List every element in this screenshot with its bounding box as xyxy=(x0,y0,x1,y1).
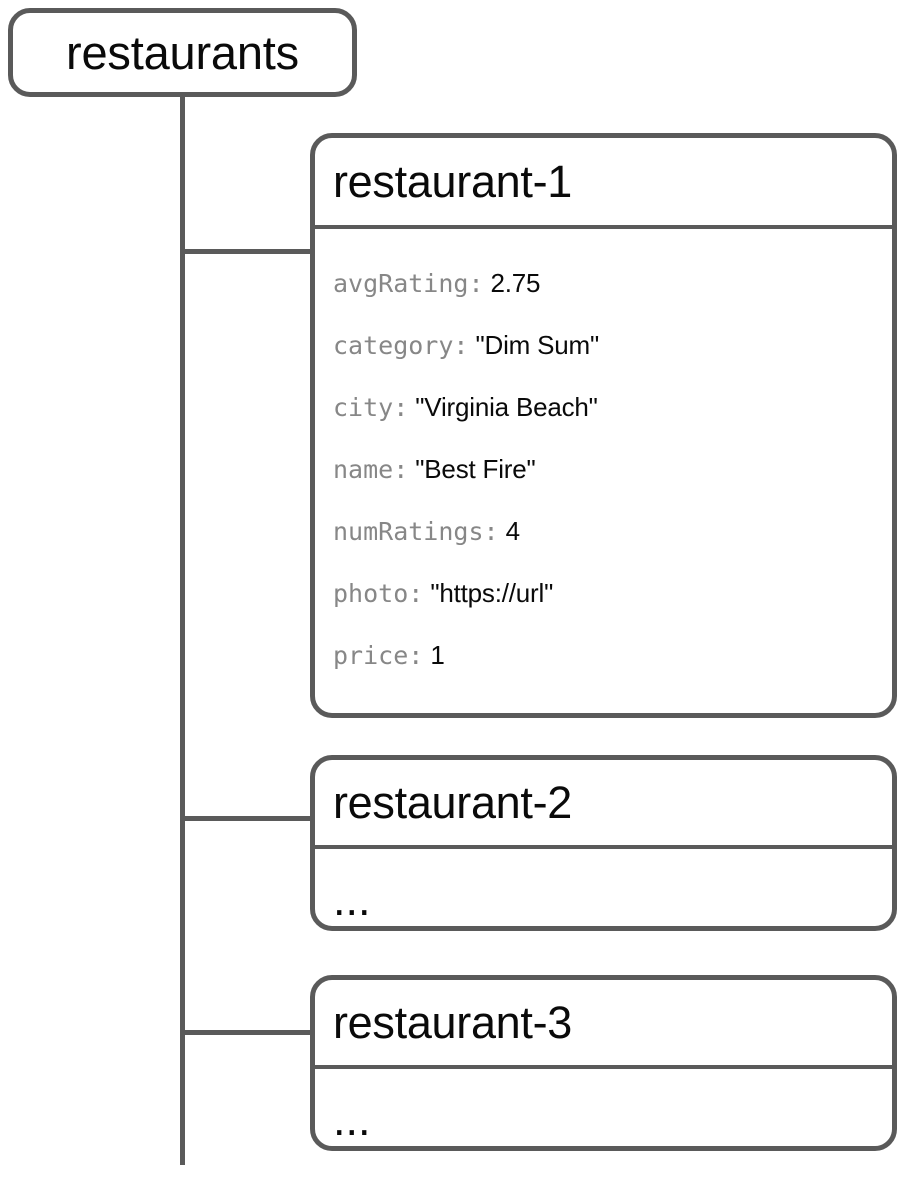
trunk-connector-line xyxy=(180,97,185,1165)
field-row: avgRating:2.75 xyxy=(333,268,541,298)
field-row: numRatings:4 xyxy=(333,518,520,544)
document-id-label: restaurant-3 xyxy=(333,997,573,1048)
field-row: city:"Virginia Beach" xyxy=(333,394,598,420)
branch-connector-restaurant-2 xyxy=(180,816,312,821)
document-card-restaurant-3[interactable]: restaurant-3 ... xyxy=(310,975,897,1151)
field-key: avgRating: xyxy=(333,269,484,298)
document-card-restaurant-2[interactable]: restaurant-2 ... xyxy=(310,755,897,931)
document-card-restaurant-1[interactable]: restaurant-1 avgRating:2.75 category:"Di… xyxy=(310,133,897,718)
field-key: city: xyxy=(333,393,409,422)
document-fields-list: avgRating:2.75 category:"Dim Sum" city:"… xyxy=(315,229,892,713)
document-id-label: restaurant-1 xyxy=(333,156,573,207)
field-value: "Dim Sum" xyxy=(475,330,600,360)
document-fields-list: ... xyxy=(315,1069,892,1146)
document-card-header: restaurant-1 xyxy=(315,138,892,229)
document-id-label: restaurant-2 xyxy=(333,777,573,828)
field-value: 4 xyxy=(505,516,520,546)
collapsed-fields-ellipsis: ... xyxy=(333,1094,371,1145)
branch-connector-restaurant-1 xyxy=(180,249,312,254)
field-value: "https://url" xyxy=(430,578,554,608)
collection-node-label: restaurants xyxy=(66,26,299,79)
field-key: category: xyxy=(333,331,469,360)
document-fields-list: ... xyxy=(315,849,892,926)
field-value: "Best Fire" xyxy=(415,454,536,484)
branch-connector-restaurant-3 xyxy=(180,1030,312,1035)
field-key: name: xyxy=(333,455,409,484)
collection-node-restaurants[interactable]: restaurants xyxy=(8,8,357,97)
field-row: category:"Dim Sum" xyxy=(333,332,599,358)
field-row: name:"Best Fire" xyxy=(333,456,536,482)
field-key: photo: xyxy=(333,579,424,608)
field-row: photo:"https://url" xyxy=(333,580,553,606)
collapsed-fields-ellipsis: ... xyxy=(333,874,371,925)
field-row: price:1 xyxy=(333,642,445,668)
document-card-header: restaurant-2 xyxy=(315,760,892,849)
field-value: 2.75 xyxy=(490,268,541,298)
document-card-header: restaurant-3 xyxy=(315,980,892,1069)
field-value: "Virginia Beach" xyxy=(415,392,598,422)
field-value: 1 xyxy=(430,640,445,670)
field-key: numRatings: xyxy=(333,517,499,546)
field-key: price: xyxy=(333,641,424,670)
